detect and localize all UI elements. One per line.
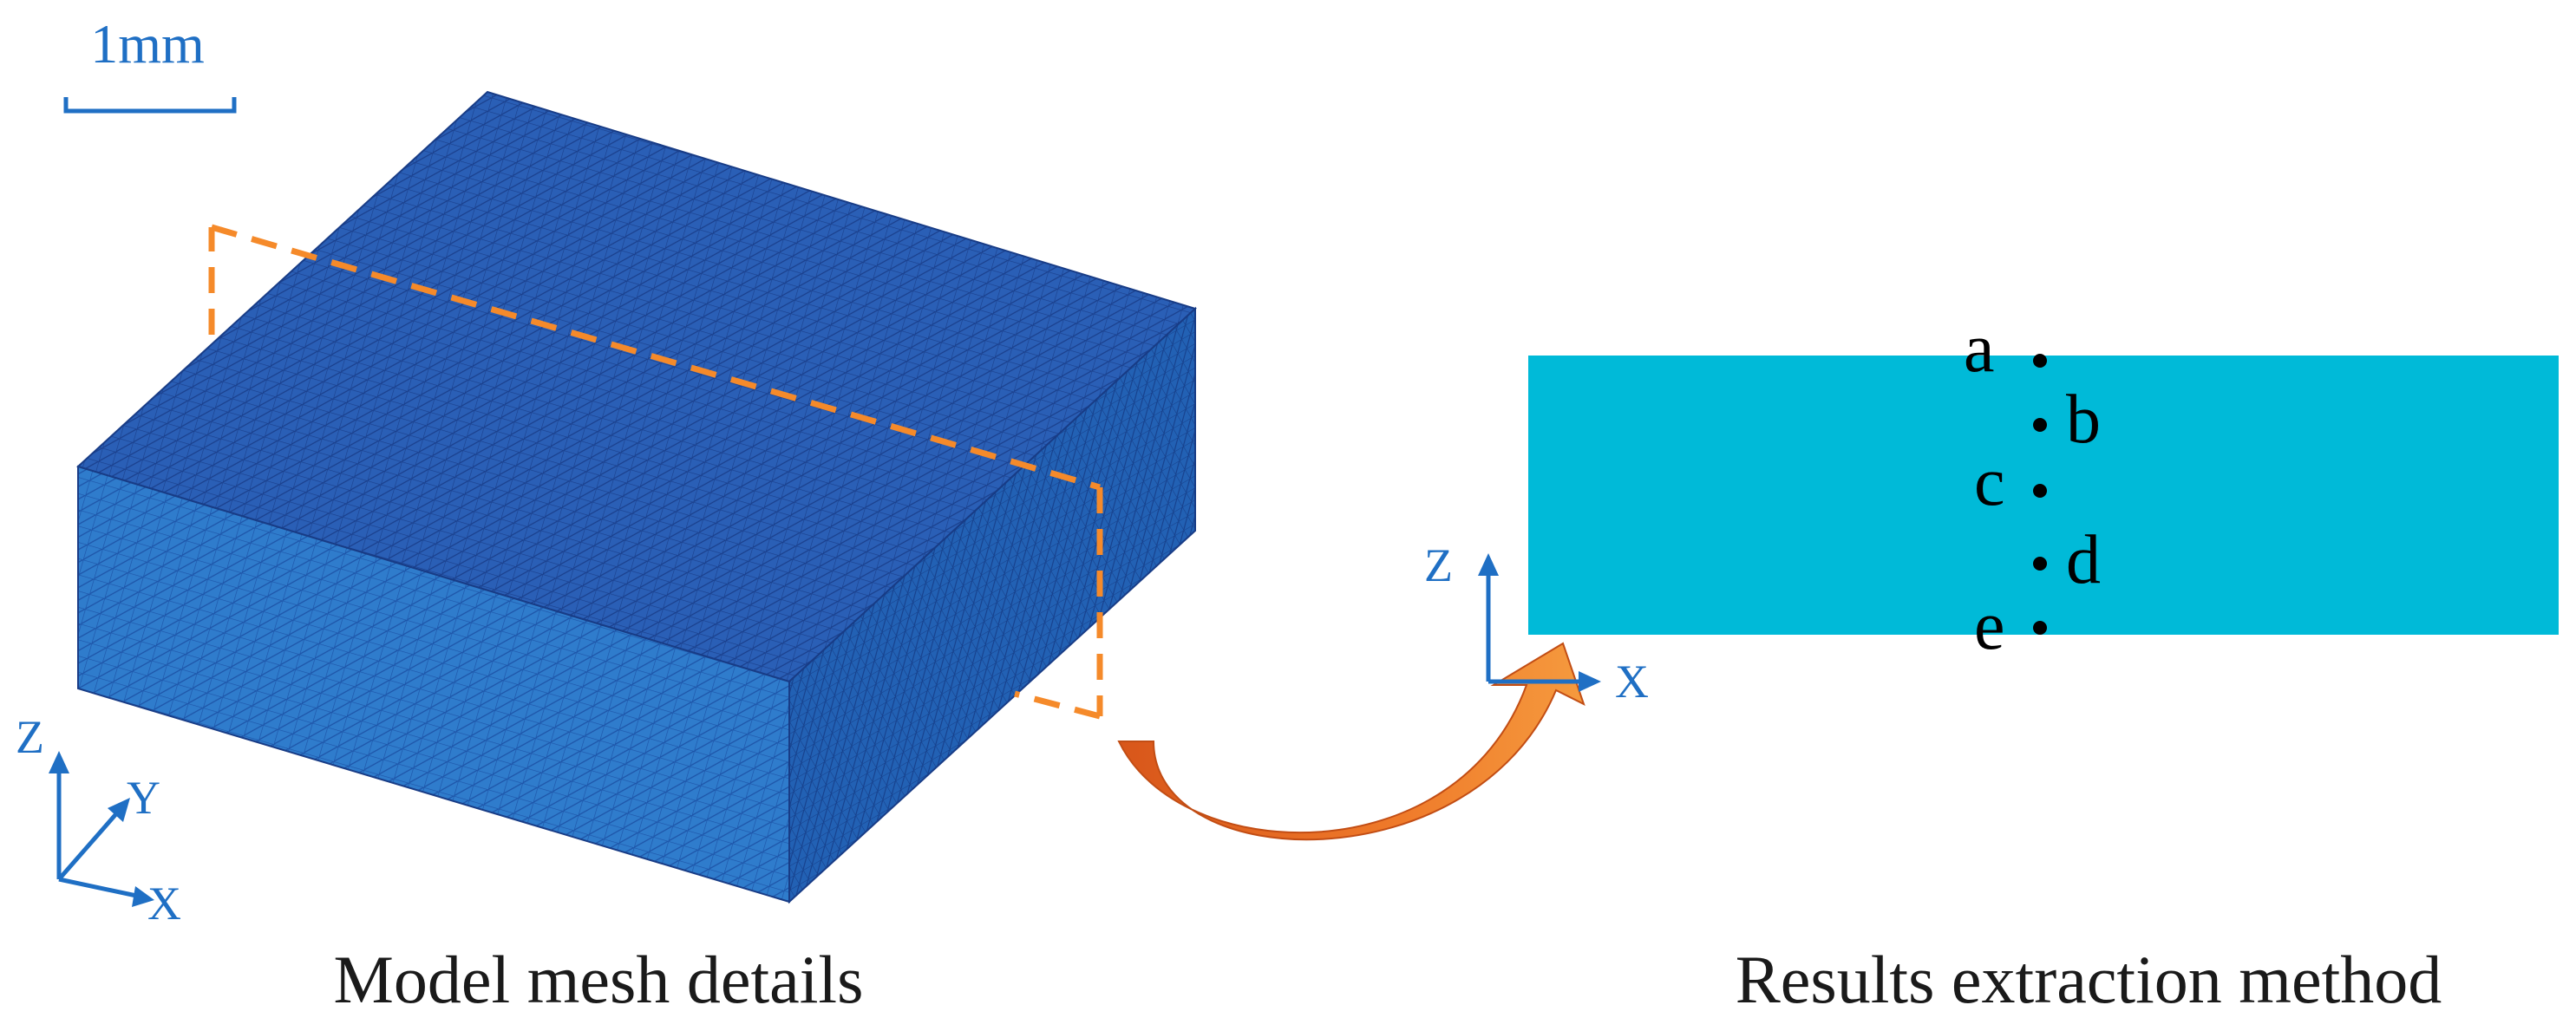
left-axis-triad: Z Y X (16, 711, 181, 930)
point-b-label: b (2066, 382, 2101, 458)
point-a-marker (2033, 354, 2047, 368)
mesh-block (76, 90, 1197, 904)
point-d-marker (2033, 557, 2047, 571)
transfer-arrow (1117, 642, 1585, 841)
left-caption: Model mesh details (334, 942, 864, 1017)
left-axis-y-label: Y (127, 772, 160, 824)
point-b-marker (2033, 418, 2047, 432)
right-axis-triad: Z X (1424, 539, 1649, 708)
scale-bar-label: 1mm (90, 13, 205, 75)
point-d-label: d (2066, 522, 2101, 598)
right-axis-x-label: X (1615, 656, 1649, 708)
right-caption: Results extraction method (1736, 942, 2442, 1017)
point-e-label: e (1974, 588, 2005, 664)
point-e-marker (2033, 621, 2047, 635)
point-c-marker (2033, 484, 2047, 498)
left-axis-x-label: X (147, 878, 181, 930)
left-axis-z-label: Z (16, 711, 44, 763)
section-plane-outline (208, 224, 1103, 720)
mesh-side-face (788, 306, 1196, 904)
scale-bar (63, 97, 237, 114)
extraction-points: a b c d e (1964, 310, 2101, 664)
right-axis-z-label: Z (1424, 539, 1453, 591)
point-a-label: a (1964, 310, 1995, 387)
point-c-label: c (1974, 444, 2005, 520)
